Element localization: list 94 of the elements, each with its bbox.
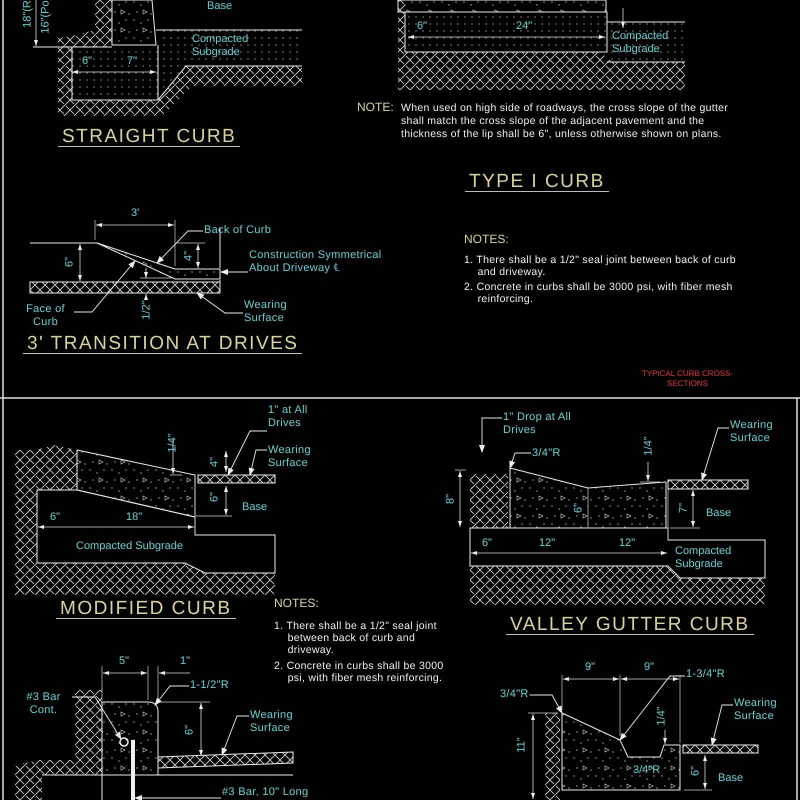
rebar bbox=[131, 740, 135, 800]
material-label: Base bbox=[706, 507, 732, 520]
section-title: 3' TRANSITION AT DRIVES bbox=[23, 337, 302, 354]
dimension-label: 1/2" bbox=[140, 300, 154, 320]
callout-label: 1-3/4"R bbox=[686, 668, 726, 681]
dimension-label: 16"(Po bbox=[40, 0, 52, 34]
wearing-surface-layer bbox=[682, 744, 758, 754]
dimension-label: 6" bbox=[184, 724, 196, 736]
callout-label: 3/4"R bbox=[532, 447, 561, 460]
wearing-surface-layer bbox=[158, 751, 294, 769]
callout-label: Wearing Surface bbox=[730, 419, 785, 445]
note-text: When used on high side of roadways, the cross slope of the gutter shall match the cross slope of the adjacent pavement and the thickness of the lip shall be 6", unless otherwise shown on plans. bbox=[401, 102, 730, 141]
dimension-label: 4" bbox=[208, 456, 222, 468]
material-label: Compacted Subgrade bbox=[192, 33, 250, 59]
material-label: Base bbox=[718, 772, 744, 785]
callout-label: 1" at All Drives bbox=[268, 404, 328, 430]
wearing-surface-layer bbox=[30, 282, 220, 294]
dimension-label: 12" bbox=[619, 537, 636, 550]
callout-label: Construction Symmetrical About Driveway ℄ bbox=[249, 249, 409, 275]
leader-line bbox=[509, 452, 532, 469]
callout-label: 1" Drop at All Drives bbox=[503, 411, 573, 437]
dimension-label: 6" bbox=[417, 20, 428, 33]
callout-label: Face of Curb bbox=[18, 303, 73, 329]
leader-line bbox=[220, 269, 248, 275]
leader-line bbox=[710, 704, 734, 746]
dimension-label: 6" bbox=[208, 492, 222, 502]
dimension-label: 1/4" bbox=[166, 433, 180, 453]
leader-line bbox=[619, 676, 686, 741]
dimension-label: 18"(R bbox=[22, 0, 34, 28]
dimension-label: 6" bbox=[482, 537, 492, 550]
dimension-label: 8" bbox=[444, 494, 458, 504]
material-label: Compacted Subgrade bbox=[675, 545, 732, 571]
dimension-label: 6" bbox=[690, 766, 702, 776]
wearing-surface-layer bbox=[198, 474, 276, 484]
note-text: 1. There shall be a 1/2" seal joint between back of curb and driveway. bbox=[464, 254, 737, 278]
leader-line bbox=[248, 450, 268, 476]
callout-label: #3 Bar Cont. bbox=[16, 691, 71, 717]
dimension-label: 5" bbox=[119, 655, 130, 668]
dimension-label: 3' bbox=[131, 207, 140, 220]
section-title: TYPE I CURB bbox=[465, 175, 609, 192]
note-text: 2. Concrete in curbs shall be 3000 psi, with fiber mesh reinforcing. bbox=[464, 281, 734, 305]
leader-line bbox=[529, 694, 562, 714]
dimension-label: 6" bbox=[82, 55, 92, 68]
material-label: Base bbox=[207, 0, 232, 13]
dimension-label: 18" bbox=[126, 511, 142, 524]
note-text: 1. There shall be a 1/2" seal joint between back of curb and driveway. bbox=[274, 620, 438, 656]
leader-line bbox=[156, 230, 204, 264]
curb-section bbox=[96, 242, 220, 280]
note-text: 2. Concrete in curbs shall be 3000 psi, with fiber mesh reinforcing. bbox=[274, 660, 445, 684]
callout-label: #3 Bar, 10" Long bbox=[222, 786, 308, 799]
material-label: Compacted Subgrade bbox=[76, 540, 184, 553]
leader-line bbox=[222, 716, 250, 756]
dimension-label: 12" bbox=[539, 537, 556, 550]
leader-line bbox=[74, 260, 136, 312]
callout-label: Wearing Surface bbox=[244, 299, 299, 325]
leader-line bbox=[228, 430, 268, 476]
callout-label: Wearing Surface bbox=[734, 697, 789, 723]
section-title: VALLEY GUTTER CURB bbox=[506, 618, 754, 635]
dimension-label: 1/4" bbox=[642, 436, 656, 456]
dimension-label: 6" bbox=[64, 256, 76, 268]
dimension-label: 4" bbox=[182, 250, 196, 262]
leader-line bbox=[701, 428, 730, 481]
callout-label: Wearing Surface bbox=[268, 444, 323, 470]
leader-line bbox=[134, 795, 222, 800]
material-label: Base bbox=[242, 501, 268, 514]
dimension-label: 9" bbox=[585, 661, 596, 674]
dimension-label: 6" bbox=[50, 511, 60, 524]
dimension-label: 7" bbox=[678, 502, 690, 514]
wearing-surface-layer bbox=[668, 480, 748, 490]
section-title: MODIFIED CURB bbox=[56, 602, 236, 619]
leader-line bbox=[196, 292, 244, 314]
note-heading: NOTES: bbox=[464, 233, 509, 246]
callout-label: Wearing Surface bbox=[250, 709, 305, 735]
dimension-label: 1/4" bbox=[656, 706, 668, 726]
leader-line bbox=[479, 418, 502, 453]
concrete-curb bbox=[510, 467, 666, 528]
section-title: STRAIGHT CURB bbox=[58, 130, 240, 147]
rebar-section bbox=[119, 737, 129, 747]
note-heading: NOTE: bbox=[357, 101, 394, 114]
dimension-label: 1" bbox=[180, 655, 190, 668]
leader-line bbox=[72, 696, 122, 740]
dimension-label: 7" bbox=[127, 55, 138, 68]
dimension-label: 6" bbox=[572, 502, 586, 514]
callout-label: 3/4"R bbox=[500, 688, 529, 701]
callout-label: 1-1/2"R bbox=[190, 679, 230, 692]
dimension-label: 24" bbox=[516, 20, 532, 33]
material-label: Compacted Subgrade bbox=[612, 30, 670, 56]
concrete-curb bbox=[102, 702, 158, 776]
dimension-label: 9" bbox=[644, 661, 654, 674]
leader-line bbox=[154, 686, 190, 706]
note-heading: NOTES: bbox=[274, 597, 319, 610]
sheet-title: TYPICAL CURB CROSS-SECTIONS bbox=[640, 369, 734, 389]
dimension-label: 3/4"R bbox=[633, 764, 660, 777]
dimension-label: 11" bbox=[516, 737, 528, 753]
